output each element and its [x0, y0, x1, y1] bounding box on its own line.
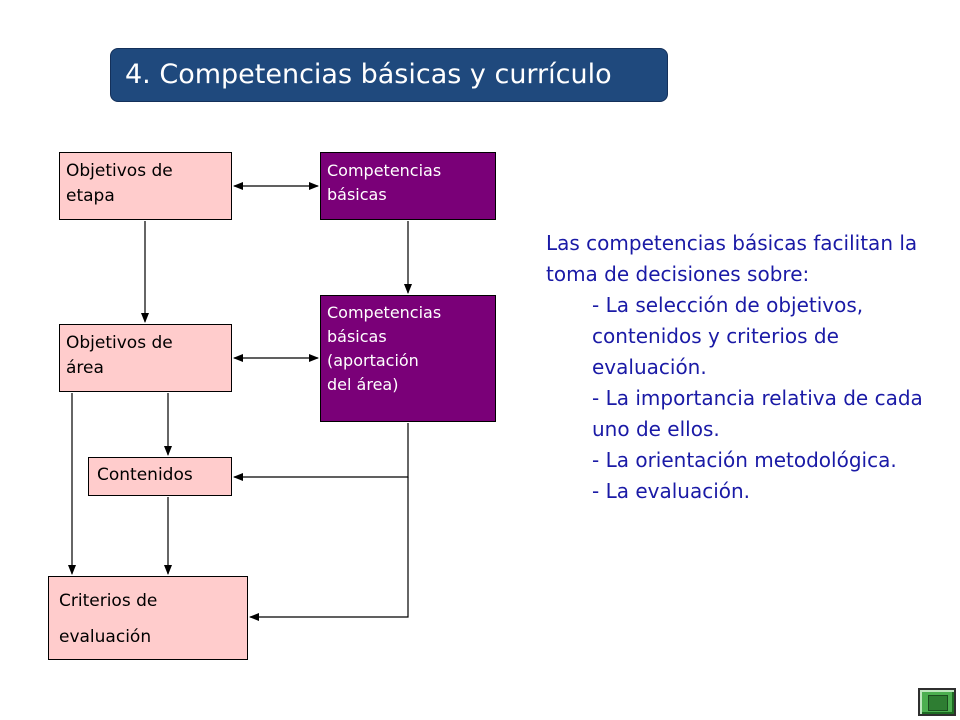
nav-next-button[interactable] — [918, 688, 956, 716]
description-item: - La selección de objetivos, contenidos … — [592, 293, 864, 379]
description-intro: Las competencias básicas facilitan la to… — [546, 231, 918, 286]
slide-title: 4. Competencias básicas y currículo — [110, 48, 668, 102]
connector-aportacion-criterios — [249, 477, 409, 621]
description-list: - La selección de objetivos, contenidos … — [546, 290, 946, 507]
node-competencias-basicas: Competencias básicas — [320, 152, 496, 220]
description-item: - La importancia relativa de cada uno de… — [592, 386, 923, 441]
node-criterios-evaluacion: Criterios de evaluación — [48, 576, 248, 660]
node-competencias-aportacion: Competencias básicas (aportación del áre… — [320, 295, 496, 422]
node-objetivos-etapa: Objetivos de etapa — [59, 152, 232, 220]
description-item: - La evaluación. — [592, 479, 751, 503]
description-item: - La orientación metodológica. — [592, 448, 897, 472]
nav-next-icon — [928, 695, 948, 711]
description-text: Las competencias básicas facilitan la to… — [546, 228, 946, 507]
node-objetivos-area: Objetivos de área — [59, 324, 232, 392]
connector-aportacion-contenidos — [233, 423, 409, 481]
node-contenidos: Contenidos — [88, 457, 232, 496]
